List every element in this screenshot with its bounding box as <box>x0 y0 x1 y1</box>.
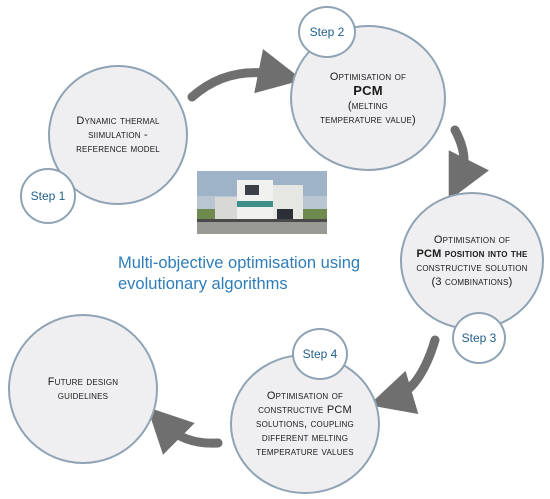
arrow-step3-to-step4 <box>368 335 440 414</box>
step3-circle: Optimisation of PCM position into the co… <box>400 192 544 330</box>
step4-line1: Optimisation of <box>266 390 344 402</box>
step3-line3: constructive solution <box>416 262 528 274</box>
arrow-step4-to-final <box>147 407 223 455</box>
step2-line3: (melting <box>347 99 389 112</box>
step3-line2: PCM position into the <box>416 248 528 260</box>
step3-line4: (3 combinations) <box>431 276 513 288</box>
step1-line2: siimulation - <box>88 129 148 141</box>
step4-line3: solutions, coupling <box>256 418 354 430</box>
house-photo <box>197 171 327 234</box>
step4-line5: temperature values <box>256 446 354 458</box>
step1-circle: Dynamic thermal siimulation - reference … <box>48 65 188 205</box>
step3-text: Optimisation of PCM position into the co… <box>416 233 527 289</box>
step3-line1: Optimisation of <box>433 234 511 246</box>
final-line1: Future design <box>47 376 119 388</box>
step4-circle: Optimisation of constructive PCM solutio… <box>230 354 380 494</box>
step4-line2: constructive PCM <box>258 404 352 416</box>
step2-text: Optimisation of PCM (melting temperature… <box>320 70 416 127</box>
step2-badge: Step 2 <box>298 6 356 58</box>
step1-line1: Dynamic thermal <box>76 115 160 127</box>
arrow-step2-to-step3 <box>448 125 489 201</box>
step1-badge: Step 1 <box>20 168 76 224</box>
step2-line1: Optimisation of <box>329 70 407 83</box>
final-line2: guidelines <box>57 390 109 402</box>
step2-line4: temperature value) <box>320 113 416 126</box>
step4-text: Optimisation of constructive PCM solutio… <box>256 389 354 459</box>
step3-badge: Step 3 <box>452 312 506 364</box>
step4-line4: different melting <box>261 432 349 444</box>
center-caption-line2: evolutionary algorithms <box>118 275 288 293</box>
center-caption: Multi-objective optimisation using evolu… <box>118 253 388 295</box>
final-text: Future design guidelines <box>48 375 119 403</box>
step4-badge: Step 4 <box>292 328 348 380</box>
arrow-step1-to-step2 <box>187 49 303 102</box>
step1-text: Dynamic thermal siimulation - reference … <box>76 114 160 156</box>
step2-line2: PCM <box>353 82 383 98</box>
center-caption-line1: Multi-objective optimisation using <box>118 254 361 272</box>
final-circle: Future design guidelines <box>8 314 158 464</box>
step1-line3: reference model <box>76 143 160 155</box>
